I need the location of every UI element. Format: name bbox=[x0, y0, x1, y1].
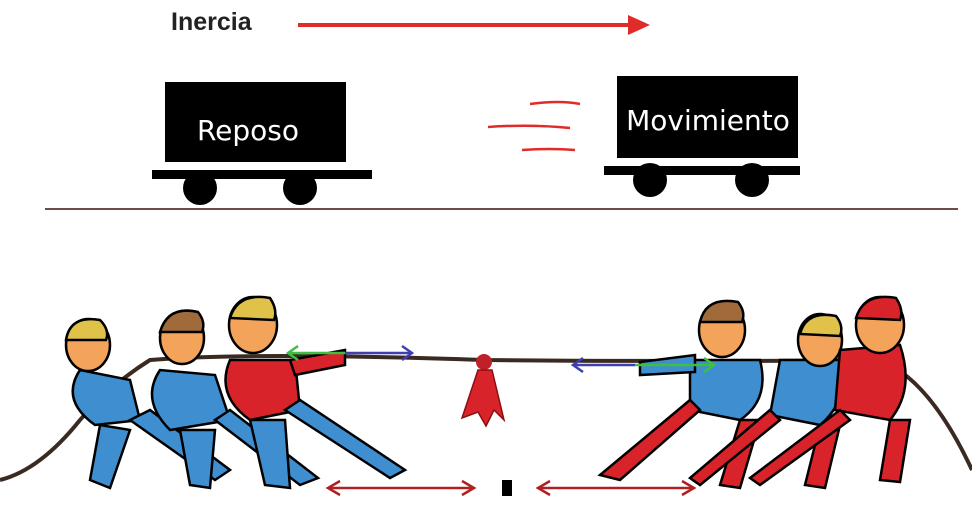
diagram-title: Inercia bbox=[171, 8, 252, 36]
center-marker bbox=[502, 480, 512, 496]
ground-force-arrows bbox=[325, 479, 697, 497]
flag-icon bbox=[460, 354, 506, 428]
cart-motion-label: Movimiento bbox=[626, 104, 790, 137]
right-team bbox=[597, 295, 912, 490]
inertia-arrow-icon bbox=[298, 15, 650, 35]
cart-rest-label: Reposo bbox=[197, 114, 299, 147]
cart-rest: Reposo bbox=[152, 82, 372, 205]
left-team bbox=[64, 295, 408, 490]
force-arrow-icon bbox=[285, 344, 717, 374]
cart-motion: Movimiento bbox=[604, 76, 800, 197]
speed-lines-icon bbox=[487, 100, 581, 152]
